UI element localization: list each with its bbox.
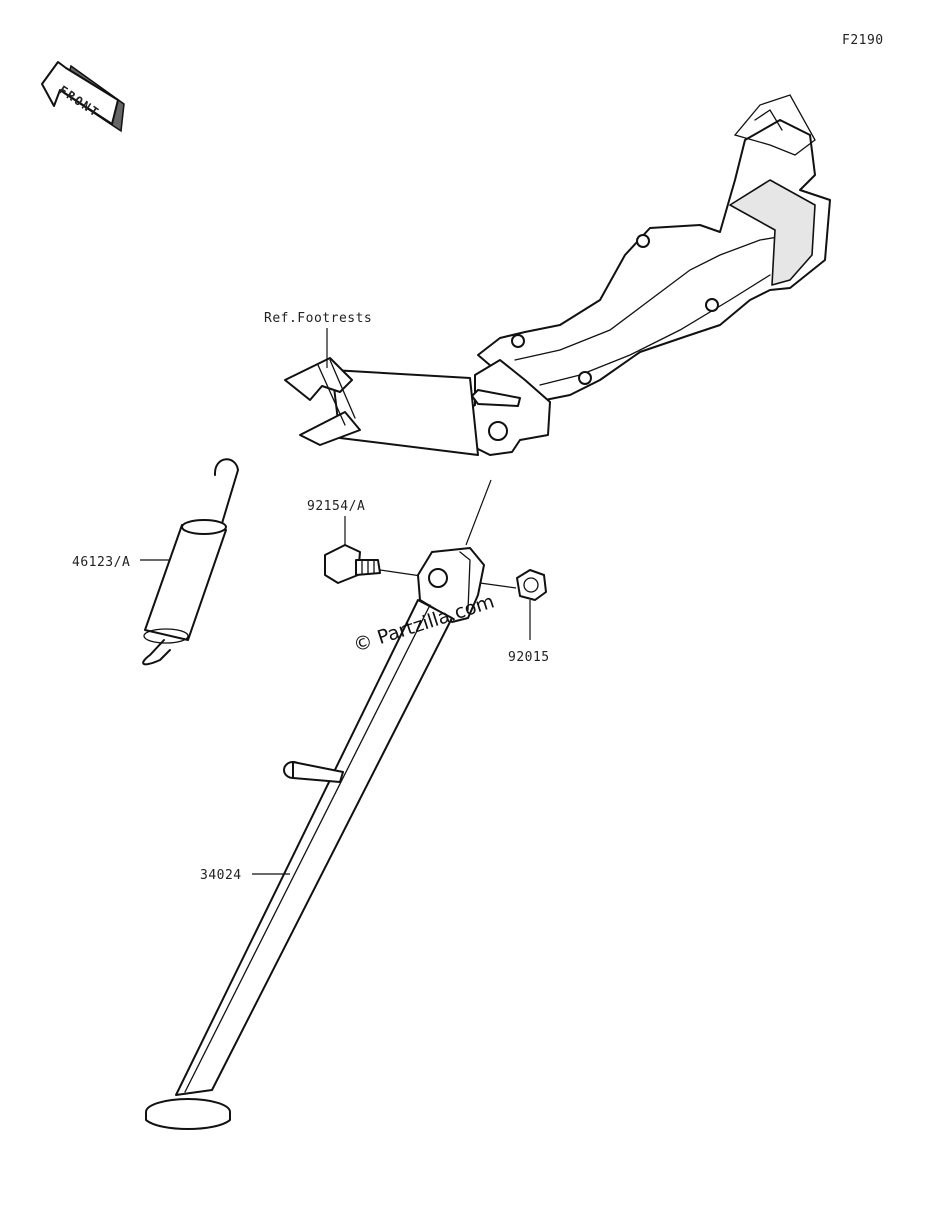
callout-bolt: 92154/A (307, 499, 365, 514)
figure-code: F2190 (842, 33, 884, 48)
assembly-line (465, 479, 492, 546)
nut (516, 569, 547, 601)
callout-stand: 34024 (200, 868, 242, 883)
callout-spring: 46123/A (72, 555, 130, 570)
bolt (324, 544, 381, 584)
nut-axis-line (479, 582, 517, 589)
spring (142, 458, 240, 666)
front-arrow-icon: FRONT (41, 61, 125, 133)
frame-bracket (284, 94, 831, 456)
callout-ref-footrests: Ref.Footrests (264, 311, 372, 326)
side-stand (145, 547, 485, 1130)
callout-nut: 92015 (508, 650, 550, 665)
